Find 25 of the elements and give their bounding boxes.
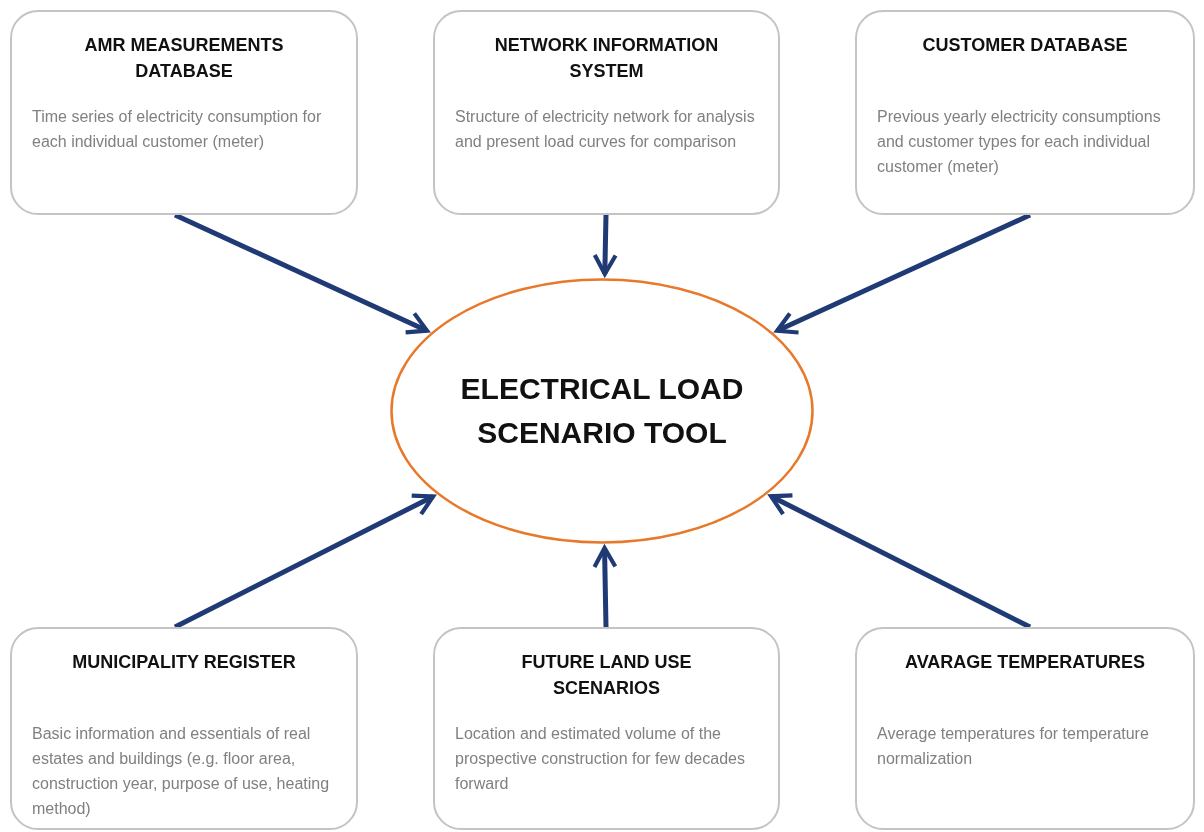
box-description: Time series of electricity consumption for each individual customer (meter) [32,107,323,152]
arrow [592,545,618,628]
source-box [10,627,358,830]
source-box [855,10,1195,215]
box-heading: AMR MEASUREMENTS DATABASE [83,34,285,83]
source-box [433,10,780,215]
box-heading: MUNICIPALITY REGISTER [71,651,297,674]
box-heading: CUSTOMER DATABASE [921,34,1129,57]
arrow [775,212,1032,335]
box-description: Location and estimated volume of the prospective construction for few decades forward [455,724,746,794]
arrow [173,493,436,630]
arrow [768,493,1032,630]
box-description: Basic information and essentials of real estates and buildings (e.g. floor area, construction year, purpose of use, heating method) [32,724,331,819]
box-heading: NETWORK INFORMATION SYSTEM [493,34,720,83]
box-heading: FUTURE LAND USE SCENARIOS [520,651,693,700]
arrow [173,212,430,335]
box-description: Structure of electricity network for analysis and present load curves for comparison [455,107,756,152]
source-box [10,10,358,215]
arrow [592,214,618,277]
box-description: Average temperatures for temperature normalization [877,724,1150,769]
box-heading: AVARAGE TEMPERATURES [904,651,1146,674]
tool-title: ELECTRICAL LOAD SCENARIO TOOL [459,371,745,451]
box-description: Previous yearly electricity consumptions and customer types for each individual customer (meter) [877,107,1162,177]
source-box [433,627,780,830]
source-box [855,627,1195,830]
